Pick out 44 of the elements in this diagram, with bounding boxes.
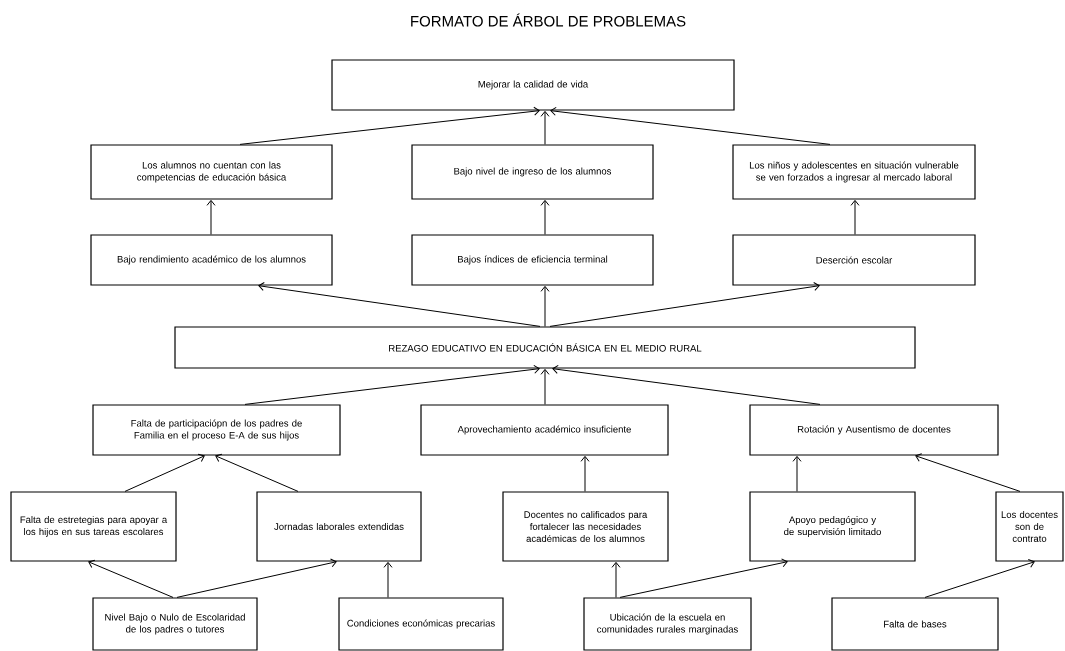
arrow xyxy=(540,285,550,327)
arrow xyxy=(540,110,550,145)
problem-box: Jornadas laborales extendidas xyxy=(256,491,422,562)
problem-box: REZAGO EDUCATIVO EN EDUCACIÓN BÁSICA EN EL MEDIO RURAL xyxy=(174,326,916,369)
problem-box: Falta de estretegias para apoyar a los hijos en sus tareas escolares xyxy=(10,491,177,562)
arrow xyxy=(550,106,831,145)
arrow xyxy=(850,199,860,235)
arrow xyxy=(580,455,590,492)
problem-box: Los alumnos no cuentan con las competencias de educación básica xyxy=(90,144,333,200)
arrow xyxy=(924,559,1035,598)
arrow xyxy=(915,453,1021,492)
problem-box: Bajo rendimiento académico de los alumnos xyxy=(90,234,333,286)
arrow xyxy=(239,106,540,145)
problem-box: Deserción escolar xyxy=(732,234,976,286)
problem-box: Condiciones económicas precarias xyxy=(338,597,504,651)
arrow xyxy=(619,558,788,598)
arrow xyxy=(176,558,337,598)
arrow xyxy=(215,453,299,492)
problem-box: Falta de bases xyxy=(831,597,999,651)
arrow xyxy=(540,368,550,405)
problem-box: Mejorar la calidad de vida xyxy=(331,59,735,111)
problem-box: Aprovechamiento académico insuficiente xyxy=(420,404,669,456)
arrow xyxy=(206,199,216,235)
problem-box: Nivel Bajo o Nulo de Escolaridad de los padres o tutores xyxy=(92,597,258,651)
arrow xyxy=(792,455,802,492)
arrow xyxy=(244,364,540,405)
arrow xyxy=(552,364,821,405)
problem-box: Apoyo pedagógico y de supervisión limitado xyxy=(749,491,916,562)
problem-box: Los docentes son de contrato xyxy=(995,491,1064,562)
arrow xyxy=(540,199,550,235)
title: FORMATO DE ÁRBOL DE PROBLEMAS xyxy=(411,13,686,27)
arrow xyxy=(549,282,820,327)
arrow xyxy=(611,561,621,598)
problem-box: Rotación y Ausentismo de docentes xyxy=(749,404,999,456)
problem-box: Falta de participaciópn de los padres de Familia en el proceso E-A de sus hijos xyxy=(92,404,341,456)
arrow xyxy=(124,453,205,492)
problem-box: Ubicación de la escuela en comunidades rurales marginadas xyxy=(583,597,752,651)
arrow xyxy=(88,559,174,598)
arrow xyxy=(258,282,541,327)
problem-box: Docentes no calificados para fortalecer las necesidades académicas de los alumnos xyxy=(502,491,669,562)
problem-box: Bajos índices de eficiencia terminal xyxy=(411,234,654,286)
problem-box: Los niños y adolescentes en situación vulnerable se ven forzados a ingresar al mercado laboral xyxy=(732,144,976,200)
problem-box: Bajo nivel de ingreso de los alumnos xyxy=(411,144,654,200)
arrow xyxy=(383,561,393,598)
